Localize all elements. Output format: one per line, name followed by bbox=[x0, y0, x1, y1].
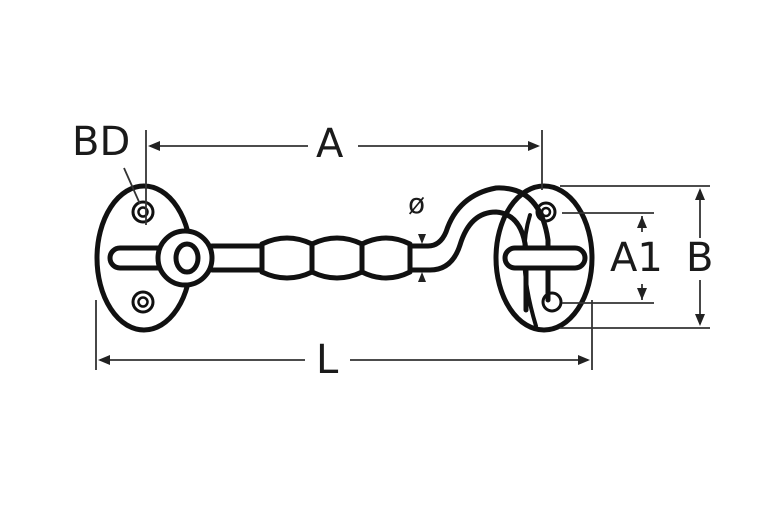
bd-label: BD bbox=[72, 119, 131, 165]
a1-label: A1 bbox=[610, 235, 663, 281]
b-label: B bbox=[686, 235, 714, 281]
a-label: A bbox=[316, 121, 344, 167]
hook-inner bbox=[407, 209, 529, 313]
right-plate bbox=[493, 183, 595, 333]
hook-outer bbox=[407, 185, 551, 303]
twist-1 bbox=[259, 235, 315, 281]
twist-3 bbox=[359, 235, 413, 281]
diameter-label: ø bbox=[408, 187, 426, 220]
l-label: L bbox=[316, 337, 339, 383]
eye-ring bbox=[155, 228, 215, 288]
twist-2 bbox=[309, 235, 365, 281]
